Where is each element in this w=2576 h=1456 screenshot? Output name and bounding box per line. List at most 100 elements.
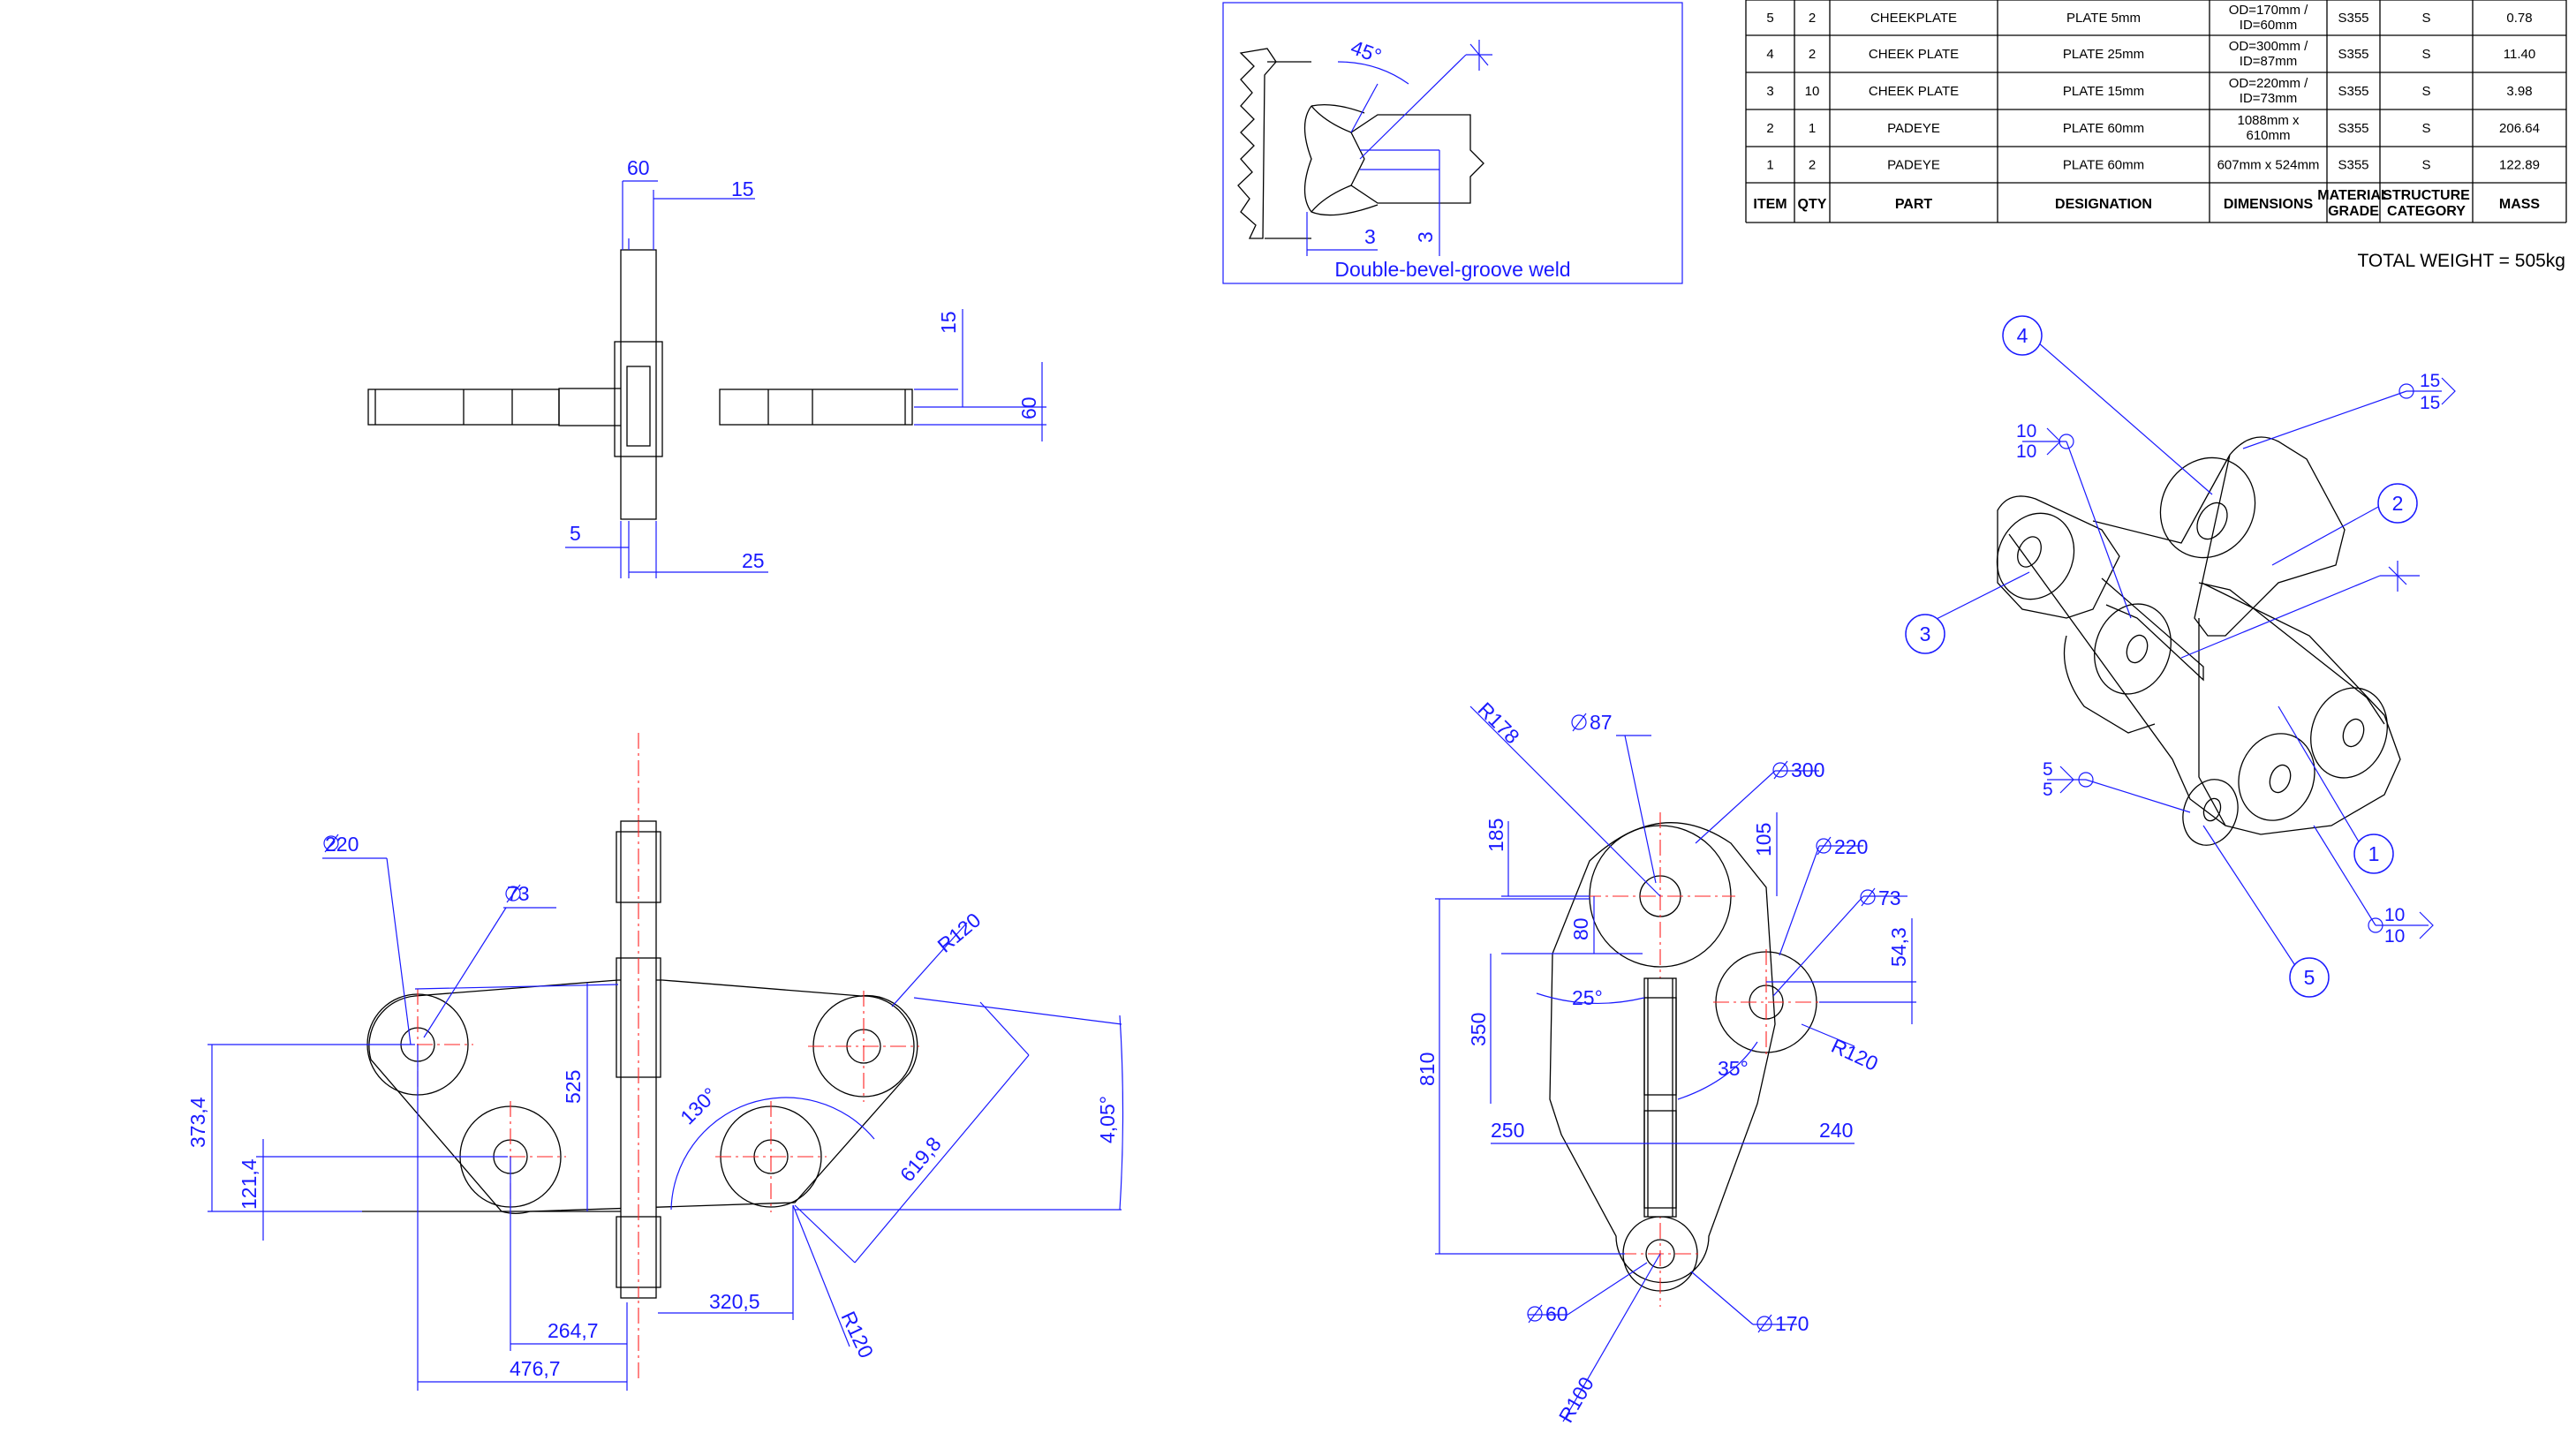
iso-hole-lower (2269, 764, 2292, 794)
bom-header: MATERIAL (2317, 188, 2390, 203)
bom-cell-designation: PLATE 60mm (2063, 158, 2144, 173)
weld-leader (2085, 779, 2191, 813)
balloon-5-label: 5 (2304, 966, 2315, 989)
bom-cell-grade: S355 (2338, 121, 2368, 136)
weld-gap-text: 3 (1364, 225, 1376, 248)
weld-leader (2066, 441, 2132, 619)
leader (1690, 1271, 1754, 1325)
iso-hole-top (2196, 502, 2228, 540)
top-cheek-plates (614, 341, 663, 457)
weld-fillet (2441, 377, 2456, 405)
leader (1562, 1253, 1661, 1422)
balloon-leader (1920, 571, 2030, 628)
weld-cross (2388, 566, 2407, 585)
weld-caption: Double-bevel-groove weld (1334, 258, 1570, 281)
top-right-arm (719, 389, 913, 426)
front-dim-264: 264,7 (548, 1319, 599, 1342)
bom-header: PART (1895, 197, 1933, 212)
bom-cell-qty: 2 (1809, 11, 1816, 26)
top-dim-15a: 15 (731, 177, 754, 200)
bom-header: DESIGNATION (2055, 197, 2152, 212)
front-dim-320: 320,5 (709, 1290, 760, 1313)
dim-ext (414, 984, 619, 990)
side-angle-35-arc (1677, 1041, 1758, 1100)
iso-plate-face (2101, 577, 2204, 682)
side-dia-220: 220 (1834, 835, 1868, 858)
front-angle-405-arc (1119, 1015, 1124, 1211)
side-pin-hole-bottom (1645, 1239, 1675, 1269)
diameter-symbols (323, 713, 1876, 1333)
weld-15b: 15 (2420, 393, 2440, 413)
bom-header: ITEM (1753, 197, 1787, 212)
iso-pad-small (2182, 779, 2239, 846)
weld-all-around (2398, 383, 2414, 399)
front-dia-73: 73 (507, 882, 530, 905)
bom-cell-category: S (2421, 47, 2430, 62)
balloon-1-label: 1 (2368, 842, 2380, 865)
iso-pad-lower (2238, 733, 2315, 821)
leader (386, 857, 412, 1045)
bom-cell-dimensions: 607mm x 524mm (2217, 158, 2320, 173)
bom-cell-grade: S355 (2338, 84, 2368, 99)
balloon-4-label: 4 (2017, 324, 2028, 347)
iso-main-plate-edge-lower (2198, 618, 2226, 826)
leader (1695, 770, 1776, 844)
bom-cell-dimensions: ID=73mm (2240, 91, 2297, 106)
side-dim-80: 80 (1569, 917, 1592, 940)
weld-angle-arc (1337, 61, 1409, 85)
top-view: 60 15 15 60 5 25 (367, 156, 1046, 578)
front-r120-bottom: R120 (836, 1308, 878, 1362)
weld-10d: 10 (2384, 926, 2405, 947)
bom-cell-dimensions: 1088mm x (2237, 113, 2300, 128)
iso-hole-left (2017, 536, 2042, 568)
dim-ext (979, 1001, 1030, 1056)
leader (1624, 735, 1657, 884)
weld-5a: 5 (2043, 759, 2053, 780)
iso-hole-right (2342, 718, 2365, 748)
weld-angle-leader (1350, 83, 1379, 133)
bom-cell-designation: PLATE 25mm (2063, 47, 2144, 62)
bom-cell-category: S (2421, 158, 2430, 173)
bom-cell-part: PADEYE (1887, 158, 1940, 173)
side-dim-810: 810 (1416, 1052, 1439, 1086)
bom-cell-designation: PLATE 60mm (2063, 121, 2144, 136)
weld-10b: 10 (2016, 441, 2036, 462)
top-center-bar (558, 388, 623, 426)
leader (1779, 845, 1820, 956)
iso-cheek-upper (2194, 436, 2346, 637)
bom-cell-qty: 1 (1809, 121, 1816, 136)
top-dim-60a: 60 (627, 156, 650, 179)
balloon-leader (2202, 825, 2297, 968)
weld-all-around (2078, 772, 2094, 788)
weld-all-around (2059, 434, 2074, 449)
balloon-4 (2002, 315, 2043, 356)
top-dim-25: 25 (742, 549, 765, 572)
side-dim-54: 54,3 (1887, 927, 1910, 967)
bom-cell-grade: S355 (2338, 11, 2368, 26)
front-dim-121: 121,4 (238, 1158, 261, 1210)
front-dim-373: 373,4 (186, 1097, 209, 1148)
side-dia-60: 60 (1545, 1302, 1568, 1325)
side-angle-25-arc (1536, 992, 1645, 1005)
bom-cell-category: S (2421, 11, 2430, 26)
weld-fillet (2419, 911, 2434, 939)
leader (1469, 705, 1661, 897)
leader (1801, 1023, 1855, 1047)
iso-main-plate (2008, 533, 2401, 835)
bom-cell-item: 2 (1766, 121, 1773, 136)
weld-detail-frame (1222, 2, 1683, 284)
side-view: R178 87 300 220 73 185 105 80 54,3 25° 3… (1416, 698, 1916, 1427)
top-dim-15b: 15 (937, 311, 960, 334)
front-padeye-outline (368, 979, 918, 1214)
side-angle-25: 25° (1572, 986, 1603, 1009)
iso-hole-mid (2126, 634, 2149, 664)
bom-cell-dimensions: ID=87mm (2240, 54, 2297, 69)
side-r100: R100 (1554, 1373, 1598, 1427)
bom-cell-qty: 2 (1809, 47, 1816, 62)
front-r120-top: R120 (933, 909, 986, 957)
bom-cell-designation: PLATE 5mm (2066, 11, 2141, 26)
iso-cheek-left (1997, 495, 2120, 619)
bom-cell-item: 3 (1766, 84, 1773, 99)
weld-symbol-leader (1359, 54, 1467, 160)
front-angle-405: 4,05° (1096, 1096, 1119, 1143)
